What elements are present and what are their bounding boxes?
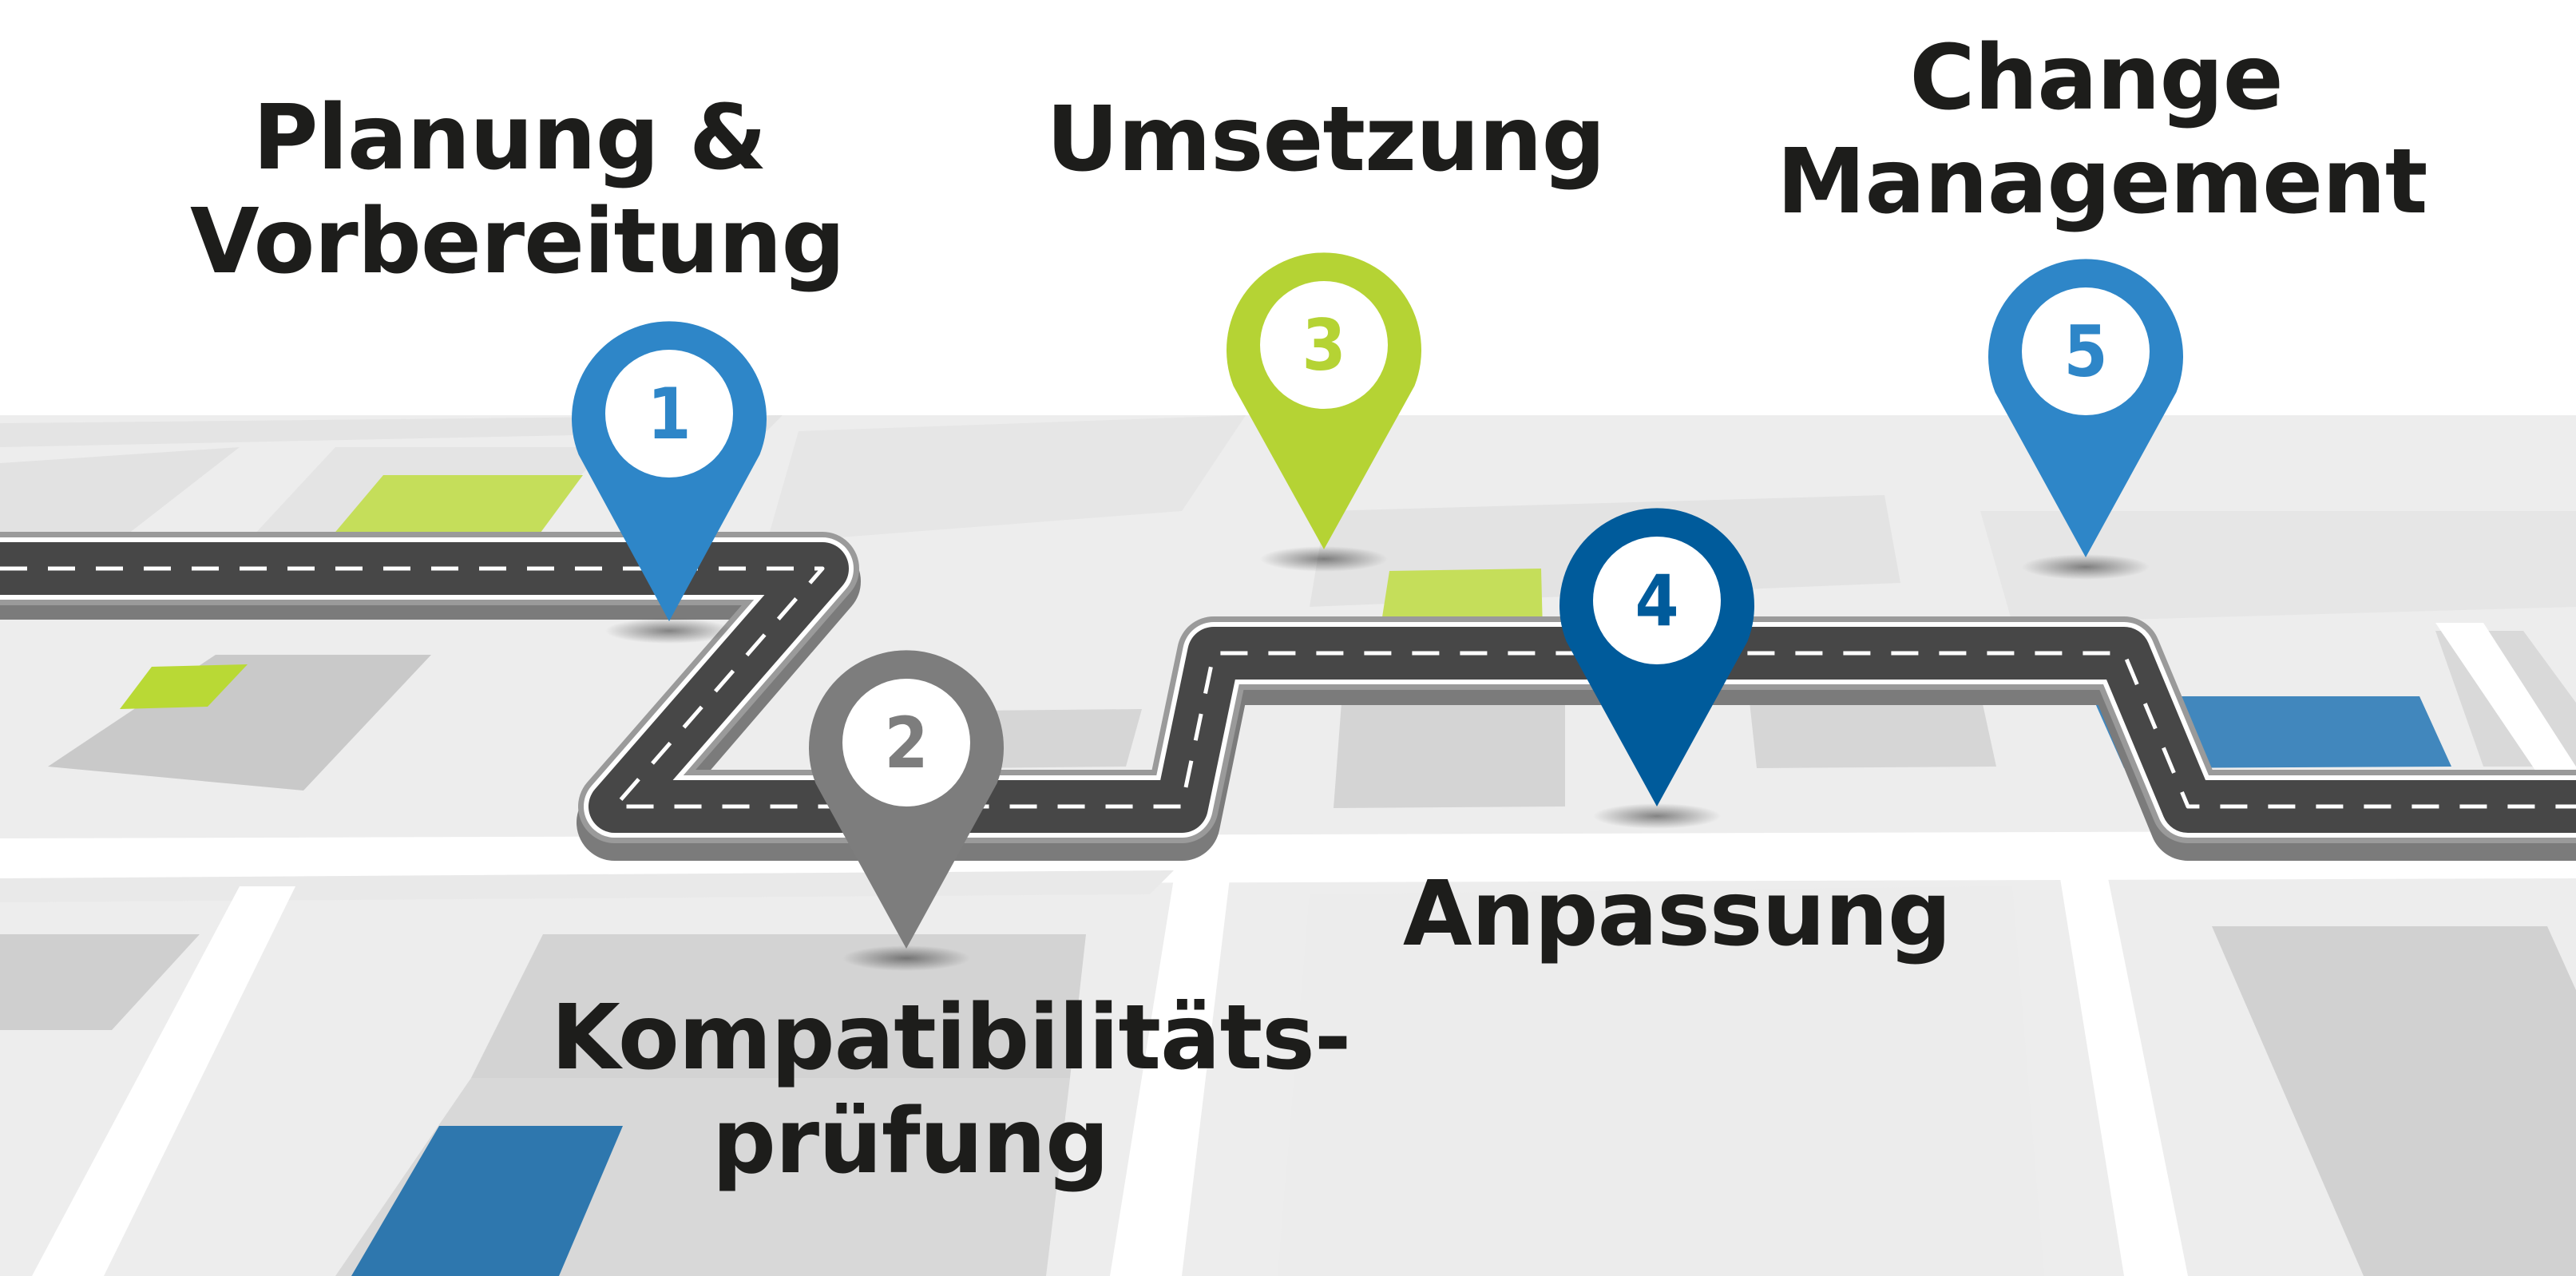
- stage-3-number: 3: [1302, 304, 1345, 386]
- road: [0, 532, 2576, 861]
- stage-3-label: Umsetzung: [1006, 88, 1645, 192]
- pin-number-badge: [605, 350, 733, 478]
- pin-number-badge: [1260, 281, 1388, 409]
- map-block: [1278, 886, 2044, 1276]
- map-block: [966, 709, 1142, 768]
- map-street: [2060, 878, 2188, 1276]
- map-block: [1334, 701, 1565, 808]
- stage-5-label-line-1: Change: [1909, 26, 2283, 130]
- stage-2-label: Kompatibilitäts- prüfung: [551, 986, 1351, 1194]
- map-block: [2212, 926, 2576, 1276]
- pin-shadow: [605, 618, 733, 644]
- stage-4-pin: 4: [1559, 508, 1754, 806]
- stage-2-label-line-1: Kompatibilitäts-: [551, 986, 1351, 1090]
- stage-4-label: Anpassung: [1357, 862, 1996, 966]
- map-street: [32, 886, 295, 1276]
- pin-shadow: [2022, 554, 2150, 580]
- stage-1-label-line-1: Planung &: [252, 86, 767, 190]
- pin-shadow: [842, 945, 970, 971]
- stage-4-number: 4: [1635, 560, 1678, 642]
- stage-1-label: Planung & Vorbereitung: [190, 86, 846, 294]
- stage-2-number: 2: [884, 702, 928, 784]
- stage-1-number: 1: [647, 373, 691, 455]
- stage-pins: 1 2 3 4 5: [571, 252, 2183, 949]
- map-block: [48, 655, 431, 791]
- stage-4-label-line-1: Anpassung: [1402, 862, 1952, 966]
- road-center-markings: [0, 566, 2576, 809]
- pin-number-badge: [1593, 537, 1721, 664]
- stage-2-label-line-2: prüfung: [711, 1090, 1110, 1194]
- map-block: [471, 934, 1086, 1078]
- stage-5-number: 5: [2063, 311, 2107, 393]
- stage-5-label: Change Management: [1777, 26, 2427, 234]
- blue-field: [351, 1126, 623, 1276]
- green-field: [120, 664, 248, 709]
- stage-3-pin: 3: [1226, 252, 1422, 549]
- map-block: [0, 934, 200, 1030]
- stage-1-pin: 1: [571, 321, 767, 621]
- stage-3-label-line-1: Umsetzung: [1046, 88, 1606, 192]
- stage-5-label-line-2: Management: [1777, 130, 2427, 234]
- stage-2-pin: 2: [808, 650, 1004, 949]
- map-block: [1980, 511, 2576, 623]
- pin-number-badge: [842, 679, 970, 806]
- stage-1-label-line-2: Vorbereitung: [190, 190, 846, 294]
- map-block: [1749, 693, 1996, 768]
- stage-5-pin: 5: [1987, 259, 2183, 557]
- pin-shadow: [1260, 546, 1388, 572]
- pin-shadow: [1593, 803, 1721, 829]
- pin-number-badge: [2022, 287, 2150, 415]
- map-street: [1110, 878, 1230, 1276]
- map-block: [767, 415, 1246, 543]
